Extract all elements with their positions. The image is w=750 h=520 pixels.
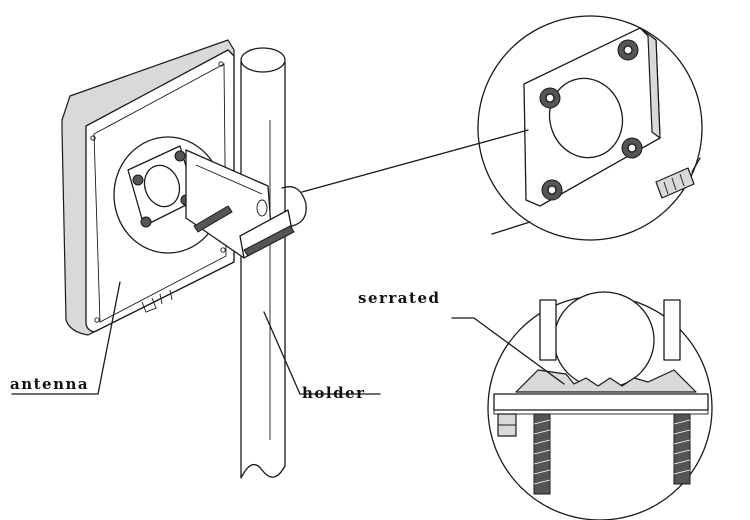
screw-icon	[94, 317, 100, 323]
screw-icon	[90, 135, 96, 141]
label-holder: holder	[302, 384, 366, 402]
nut-icon	[541, 179, 563, 201]
stud-icon	[140, 216, 152, 228]
nut-icon	[539, 87, 561, 109]
stud-icon	[132, 174, 144, 186]
nut-icon	[621, 137, 643, 159]
screw-icon	[220, 247, 226, 253]
label-serrated: serrated	[358, 289, 440, 307]
bolt-icon	[533, 413, 551, 495]
magnified-plate-circle	[477, 15, 703, 241]
pole	[240, 47, 286, 479]
magnified-clamp-circle	[487, 291, 713, 520]
label-antenna: antenna	[10, 375, 89, 393]
nut-icon	[617, 39, 639, 61]
leader-lines	[11, 281, 565, 395]
stud-icon	[174, 150, 186, 162]
mounting-bracket	[185, 149, 307, 259]
screw-icon	[218, 61, 224, 67]
bolt-icon	[673, 413, 691, 485]
